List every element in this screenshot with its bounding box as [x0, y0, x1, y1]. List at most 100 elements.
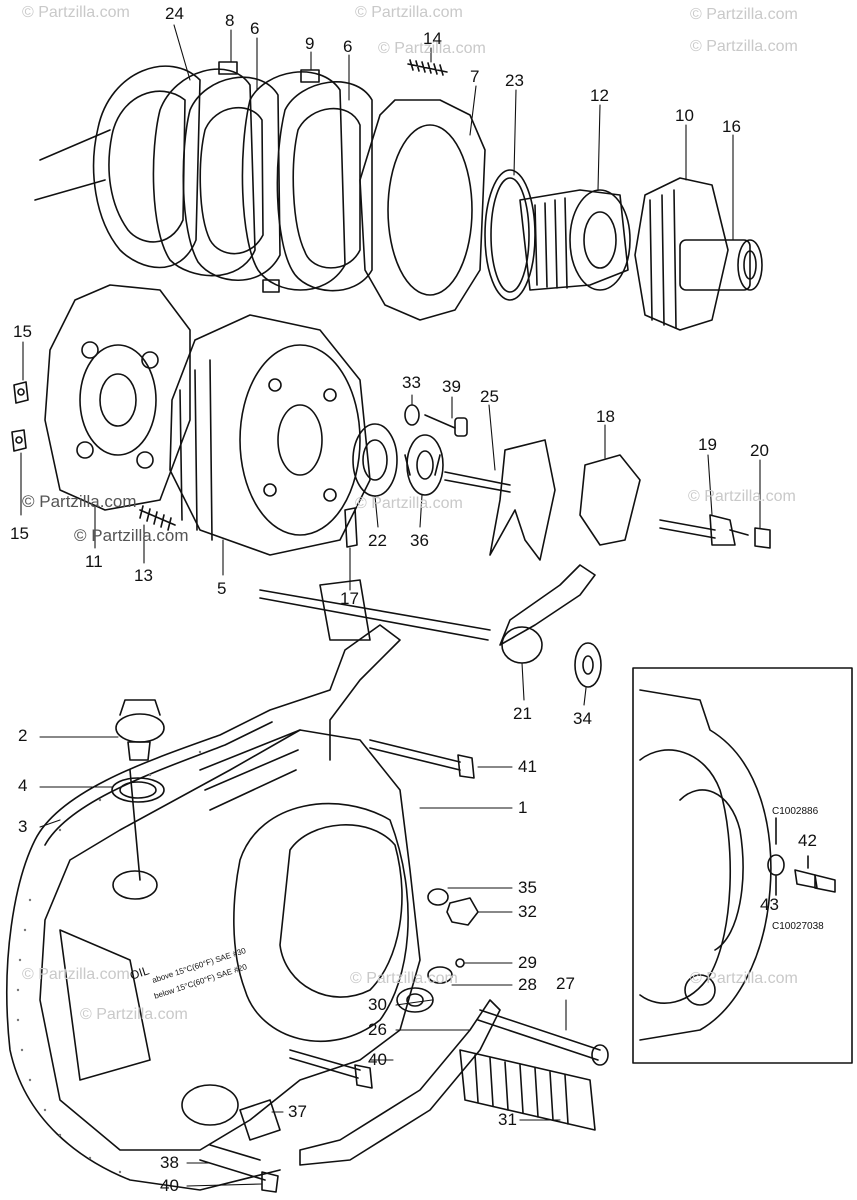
part-14-spring	[407, 59, 448, 76]
leader-lines	[20, 24, 761, 1187]
callout-3: 3	[18, 817, 28, 836]
callout-27: 27	[556, 974, 575, 993]
callout-43: 43	[760, 895, 779, 914]
callout-19: 19	[698, 435, 717, 454]
part-18-cam	[579, 454, 641, 546]
callout-41: 41	[518, 757, 537, 776]
part-22-washer	[352, 423, 398, 497]
inset-serial-top: C1002886	[772, 806, 819, 817]
part-25-lifter	[444, 439, 556, 561]
callout-25: 25	[480, 387, 499, 406]
part-32-nut	[446, 897, 479, 926]
callout-11: 11	[85, 552, 103, 571]
callout-17: 17	[340, 589, 359, 608]
watermark: © Partzilla.com	[355, 4, 463, 21]
watermark: © Partzilla.com	[74, 526, 189, 545]
part-23-snap-ring	[484, 169, 536, 301]
part-28-washer	[427, 966, 453, 984]
callout-38: 38	[160, 1153, 179, 1172]
callout-20: 20	[750, 441, 769, 460]
callout-15: 15	[13, 322, 32, 341]
watermark: © Partzilla.com	[690, 38, 798, 55]
callout-34: 34	[573, 709, 592, 728]
part-13-spring	[139, 505, 176, 531]
callout-12: 12	[590, 86, 609, 105]
callout-40: 40	[368, 1050, 387, 1069]
callout-6: 6	[343, 37, 353, 56]
part-19-bolt	[659, 514, 749, 546]
part-6b-friction-disc	[276, 81, 373, 292]
part-4-o-ring	[111, 777, 165, 803]
part-7-pressure-plate	[359, 99, 486, 321]
part-37-collar	[239, 1099, 281, 1141]
part-38-bolt	[209, 1144, 261, 1161]
callout-6: 6	[250, 19, 260, 38]
part-10-gear	[634, 177, 729, 331]
callout-33: 33	[402, 373, 421, 392]
callout-2: 2	[18, 726, 28, 745]
watermark: © Partzilla.com	[80, 1006, 188, 1023]
callout-30: 30	[368, 995, 387, 1014]
shaft-gearshift	[259, 579, 491, 641]
callout-21: 21	[513, 704, 532, 723]
part-8-clutch-plate	[152, 61, 256, 277]
part-11-clutch-center	[44, 284, 191, 511]
watermark: © Partzilla.com	[690, 6, 798, 23]
callout-14: 14	[423, 29, 442, 48]
part-30-collar	[396, 987, 434, 1013]
part-2-filler-cap	[115, 699, 165, 761]
part-6a-friction-disc	[182, 76, 281, 281]
inset-serial-bottom: C10027038	[772, 921, 824, 932]
callout-23: 23	[505, 71, 524, 90]
watermark: © Partzilla.com	[22, 492, 137, 511]
watermark: © Partzilla.com	[688, 488, 796, 505]
callout-13: 13	[134, 566, 153, 585]
part-40a-bolt	[289, 1049, 373, 1089]
callout-10: 10	[675, 106, 694, 125]
callout-18: 18	[596, 407, 615, 426]
callout-42: 42	[798, 831, 817, 850]
watermark: © Partzilla.com	[355, 495, 463, 512]
part-33-washer	[404, 404, 420, 426]
watermark: © Partzilla.com	[350, 970, 458, 987]
callout-22: 22	[368, 531, 387, 550]
callout-7: 7	[470, 67, 480, 86]
part-15a-damper	[13, 381, 29, 404]
part-39-screw	[424, 414, 468, 437]
part-29-pin	[455, 958, 465, 968]
part-17-pin	[344, 507, 358, 548]
callout-4: 4	[18, 776, 28, 795]
part-36-bearing	[404, 434, 444, 496]
callout-1: 1	[518, 798, 528, 817]
callout-35: 35	[518, 878, 537, 897]
part-26-pedal-arm	[299, 999, 501, 1166]
part-5-clutch-outer	[169, 314, 371, 556]
part-15b-damper	[11, 429, 27, 452]
part-34-washer	[574, 642, 602, 688]
callout-8: 8	[225, 11, 235, 30]
part-41-bolt	[369, 739, 475, 779]
callout-15: 15	[10, 524, 29, 543]
callout-5: 5	[217, 579, 227, 598]
watermark: © Partzilla.com	[378, 40, 486, 57]
callout-36: 36	[410, 531, 429, 550]
callout-37: 37	[288, 1102, 307, 1121]
callout-31: 31	[498, 1110, 517, 1129]
part-9-clutch-plate	[241, 69, 346, 293]
watermark: © Partzilla.com	[690, 970, 798, 987]
callout-26: 26	[368, 1020, 387, 1039]
watermark: © Partzilla.com	[22, 966, 130, 983]
part-1-cover	[39, 729, 421, 1151]
part-24-plate	[34, 65, 201, 269]
part-27-pin	[477, 1009, 609, 1066]
callout-9: 9	[305, 34, 315, 53]
callout-29: 29	[518, 953, 537, 972]
callout-40: 40	[160, 1176, 179, 1195]
part-21-arm	[499, 564, 596, 664]
watermark: © Partzilla.com	[22, 4, 130, 21]
callout-32: 32	[518, 902, 537, 921]
callout-28: 28	[518, 975, 537, 994]
inset-variant-box	[632, 667, 853, 1064]
callout-16: 16	[722, 117, 741, 136]
part-20-nut	[754, 527, 771, 549]
